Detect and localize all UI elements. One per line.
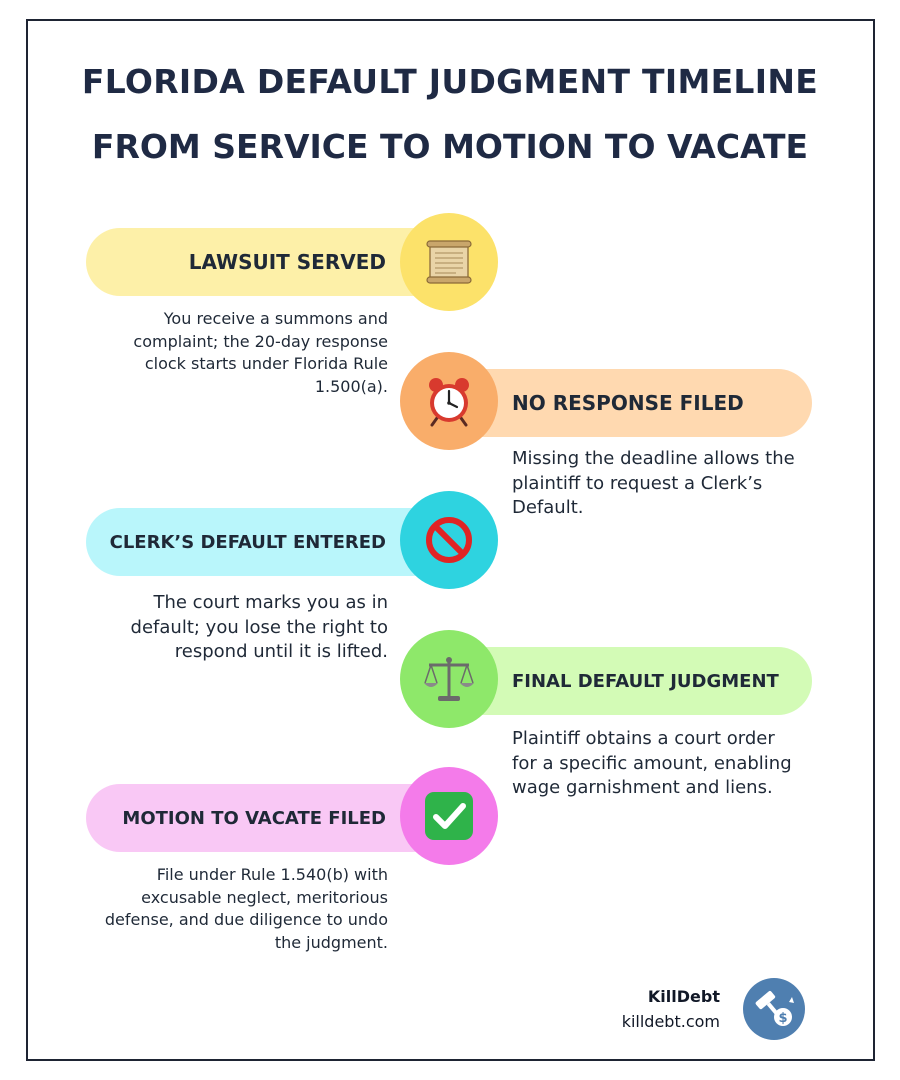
step-1-description: You receive a summons and complaint; the…: [133, 309, 388, 396]
step-4-pill: FINAL DEFAULT JUDGMENT: [450, 647, 812, 715]
step-5-label: MOTION TO VACATE FILED: [122, 807, 386, 829]
gavel-dollar-icon: $: [755, 991, 794, 1026]
balance-scale-icon: [424, 657, 474, 701]
step-1-label: LAWSUIT SERVED: [188, 250, 386, 274]
brand-logo: $: [743, 978, 805, 1040]
brand-name: KillDebt: [647, 987, 720, 1006]
page-subtitle: FROM SERVICE TO MOTION TO VACATE: [91, 127, 809, 166]
brand-url[interactable]: killdebt.com: [621, 1012, 720, 1031]
step-3-description: The court marks you as in default; you l…: [130, 592, 388, 662]
step-5-description: File under Rule 1.540(b) with excusable …: [104, 865, 388, 952]
check-mark-button-icon: [425, 792, 473, 840]
step-2-pill: NO RESPONSE FILED: [450, 369, 812, 437]
step-5-circle: [400, 767, 498, 865]
step-3-circle: [400, 491, 498, 589]
page-title: FLORIDA DEFAULT JUDGMENT TIMELINE: [81, 62, 819, 101]
step-4-description: Plaintiff obtains a court order for a sp…: [512, 728, 792, 798]
step-5-pill: MOTION TO VACATE FILED: [86, 784, 446, 852]
step-1-circle: [400, 213, 498, 311]
step-2-description: Missing the deadline allows the plaintif…: [512, 448, 795, 518]
step-3-label: CLERK’S DEFAULT ENTERED: [109, 531, 386, 553]
scroll-icon: [426, 240, 472, 284]
step-2-circle: [400, 352, 498, 450]
step-1-pill: LAWSUIT SERVED: [86, 228, 446, 296]
step-4-label: FINAL DEFAULT JUDGMENT: [512, 670, 779, 692]
step-3-pill: CLERK’S DEFAULT ENTERED: [86, 508, 446, 576]
step-2-label: NO RESPONSE FILED: [512, 391, 744, 415]
prohibited-icon: [426, 517, 472, 563]
step-4-circle: [400, 630, 498, 728]
alarm-clock-icon: [429, 378, 469, 427]
svg-text:$: $: [778, 1011, 787, 1026]
